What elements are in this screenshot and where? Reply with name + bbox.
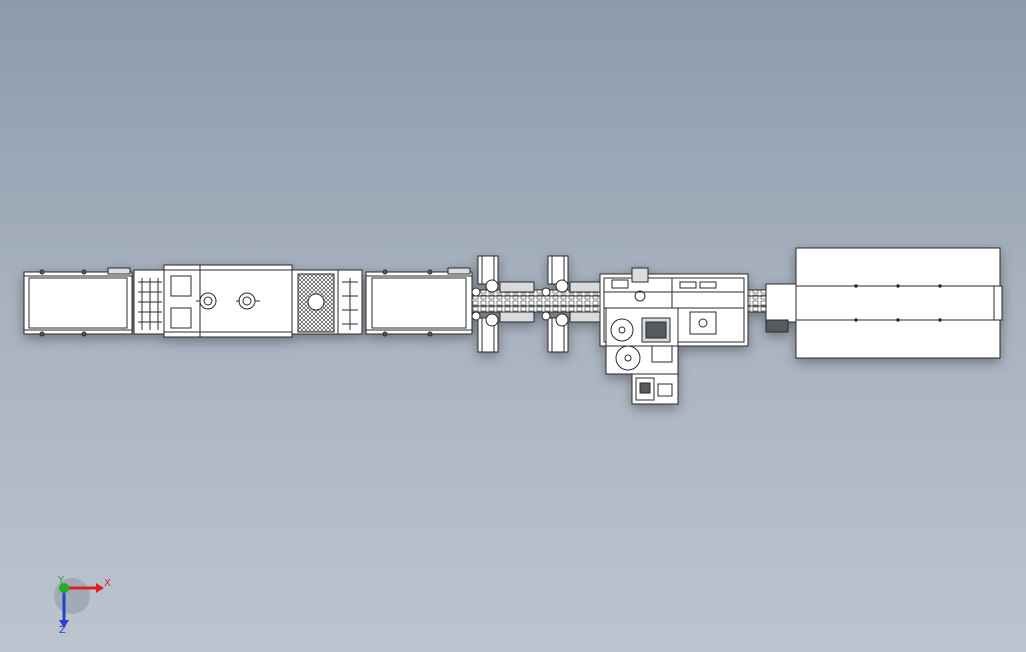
star-wheel-station-1[interactable] xyxy=(471,255,535,353)
star-wheel-station-2[interactable] xyxy=(541,255,601,353)
mesh-cooling-unit[interactable] xyxy=(291,269,363,335)
axis-x-label: X xyxy=(104,578,111,589)
outfeed-drive[interactable] xyxy=(765,283,799,333)
axis-y-label: Y xyxy=(57,575,65,586)
process-chamber[interactable] xyxy=(163,264,293,338)
transfer-rollers[interactable] xyxy=(133,269,165,335)
control-cabinet[interactable] xyxy=(631,373,679,405)
infeed-conveyor[interactable] xyxy=(23,267,133,337)
mid-conveyor[interactable] xyxy=(365,267,473,337)
label-applicator-head[interactable] xyxy=(605,307,679,375)
orientation-triad: X Y Z xyxy=(54,575,111,636)
axis-z-label: Z xyxy=(59,625,66,636)
shrink-tunnel[interactable] xyxy=(795,247,1003,359)
